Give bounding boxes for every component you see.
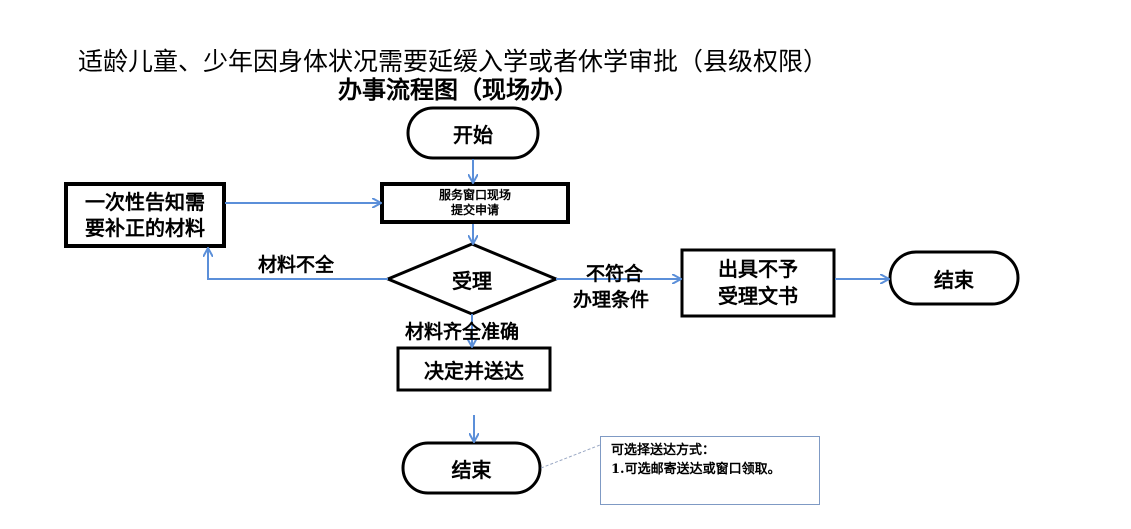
arrow-accept-notify (208, 249, 388, 280)
note-line1: 可选择送达方式： (611, 443, 716, 458)
edge-label-incomplete: 材料不全 (258, 254, 335, 276)
reject-doc-label: 出具不予 受理文书 (682, 250, 834, 316)
reject-doc-line1: 出具不予 (718, 257, 798, 281)
end-right-label: 结束 (934, 267, 974, 292)
reject-doc-box (680, 248, 836, 318)
notify-box (64, 182, 226, 248)
submit-label: 服务窗口现场 提交申请 (382, 184, 568, 222)
notify-label-line2: 要补正的材料 (85, 216, 205, 240)
page-subtitle: 办事流程图（现场办） (338, 75, 578, 104)
decide-label: 决定并送达 (424, 358, 524, 383)
edge-label-not-eligible-1: 不符合 (586, 263, 644, 285)
decide-box (396, 346, 552, 392)
submit-label-line2: 提交申请 (450, 203, 499, 217)
start-terminal (406, 106, 540, 160)
notify-label-line1: 一次性告知需 (85, 190, 205, 214)
end-right-terminal (888, 250, 1020, 306)
end-bottom-label: 结束 (451, 457, 492, 482)
edge-label-not-eligible-2: 办理条件 (573, 289, 650, 311)
submit-label-line1: 服务窗口现场 (438, 188, 511, 202)
reject-doc-line2: 受理文书 (718, 284, 798, 308)
edge-label-complete: 材料齐全准确 (405, 321, 520, 343)
start-label: 开始 (453, 122, 493, 147)
accept-label: 受理 (452, 268, 492, 293)
delivery-note: 可选择送达方式： 1.可选邮寄送达或窗口领取。 (600, 436, 820, 505)
note-connector (540, 444, 601, 469)
submit-box (380, 182, 570, 224)
end-bottom-terminal (401, 441, 542, 495)
page-title: 适龄儿童、少年因身体状况需要延缓入学或者休学审批（县级权限） (78, 47, 829, 76)
notify-label: 一次性告知需 要补正的材料 (66, 184, 224, 246)
note-line2: 1.可选邮寄送达或窗口领取。 (611, 462, 781, 477)
